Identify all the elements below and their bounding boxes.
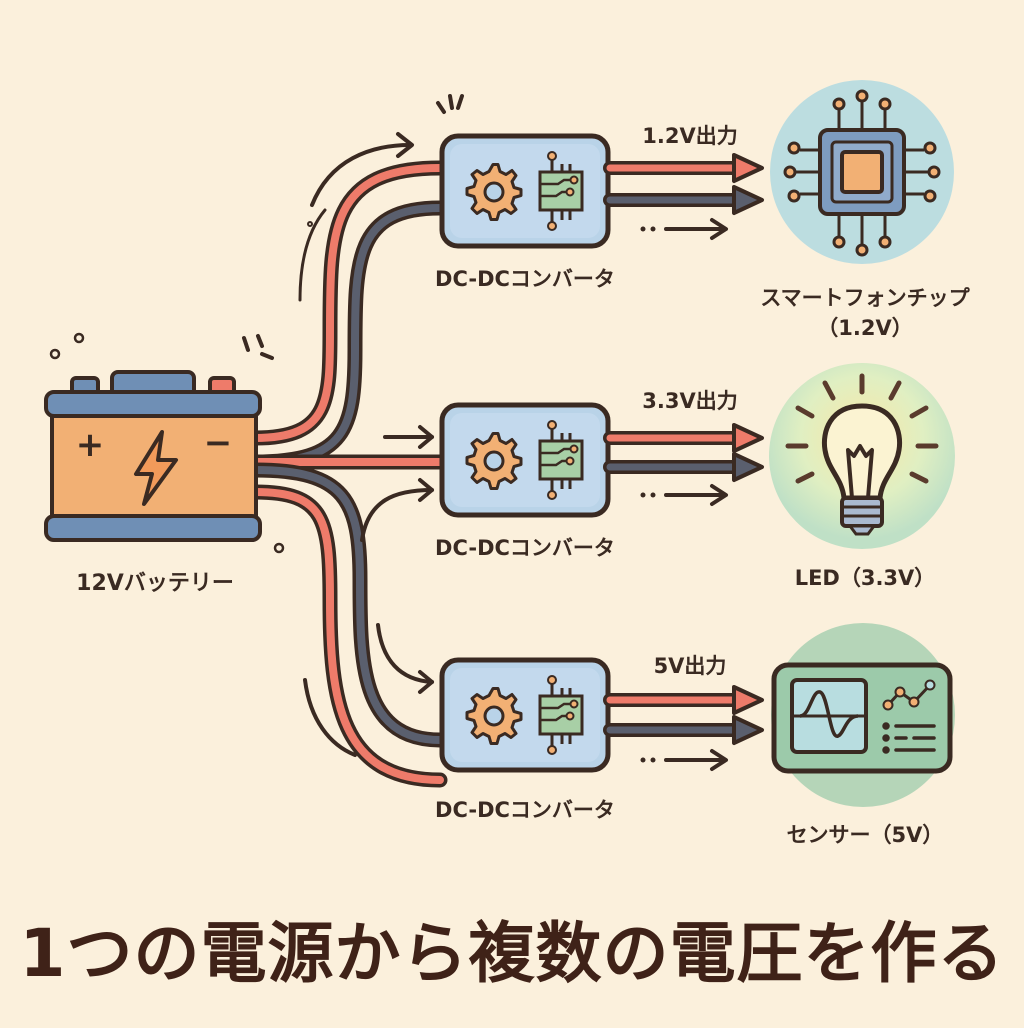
converter-3 xyxy=(442,660,608,770)
sensor-monitor-icon xyxy=(771,623,955,807)
battery-minus-symbol: − xyxy=(204,423,233,463)
output-label-3: 5V出力 xyxy=(653,654,727,678)
device-label-1: スマートフォンチップ xyxy=(760,286,970,310)
microchip-icon xyxy=(770,80,954,264)
converter-1 xyxy=(442,136,608,246)
device-label-3: センサー（5V） xyxy=(786,823,944,847)
wires xyxy=(247,160,448,788)
converter-label-1: DC-DCコンバータ xyxy=(435,267,615,291)
output-arrows xyxy=(603,153,764,771)
output-label-2: 3.3V出力 xyxy=(642,389,738,413)
converter-label-2: DC-DCコンバータ xyxy=(435,536,615,560)
battery-label: 12Vバッテリー xyxy=(76,571,234,596)
converter-2 xyxy=(442,405,608,515)
output-label-1: 1.2V出力 xyxy=(642,124,738,148)
flow-arrows xyxy=(303,132,434,757)
battery-plus-symbol: + xyxy=(76,425,105,465)
sparkle-marks xyxy=(49,94,464,554)
diagram-title: 1つの電源から複数の電圧を作る xyxy=(19,915,1005,992)
lightning-bolt-icon xyxy=(134,430,178,506)
battery: + − xyxy=(44,370,262,542)
device-label-1-voltage: （1.2V） xyxy=(817,316,913,340)
light-bulb-icon xyxy=(769,363,955,549)
device-label-2: LED（3.3V） xyxy=(794,566,936,590)
converter-label-3: DC-DCコンバータ xyxy=(435,798,615,822)
